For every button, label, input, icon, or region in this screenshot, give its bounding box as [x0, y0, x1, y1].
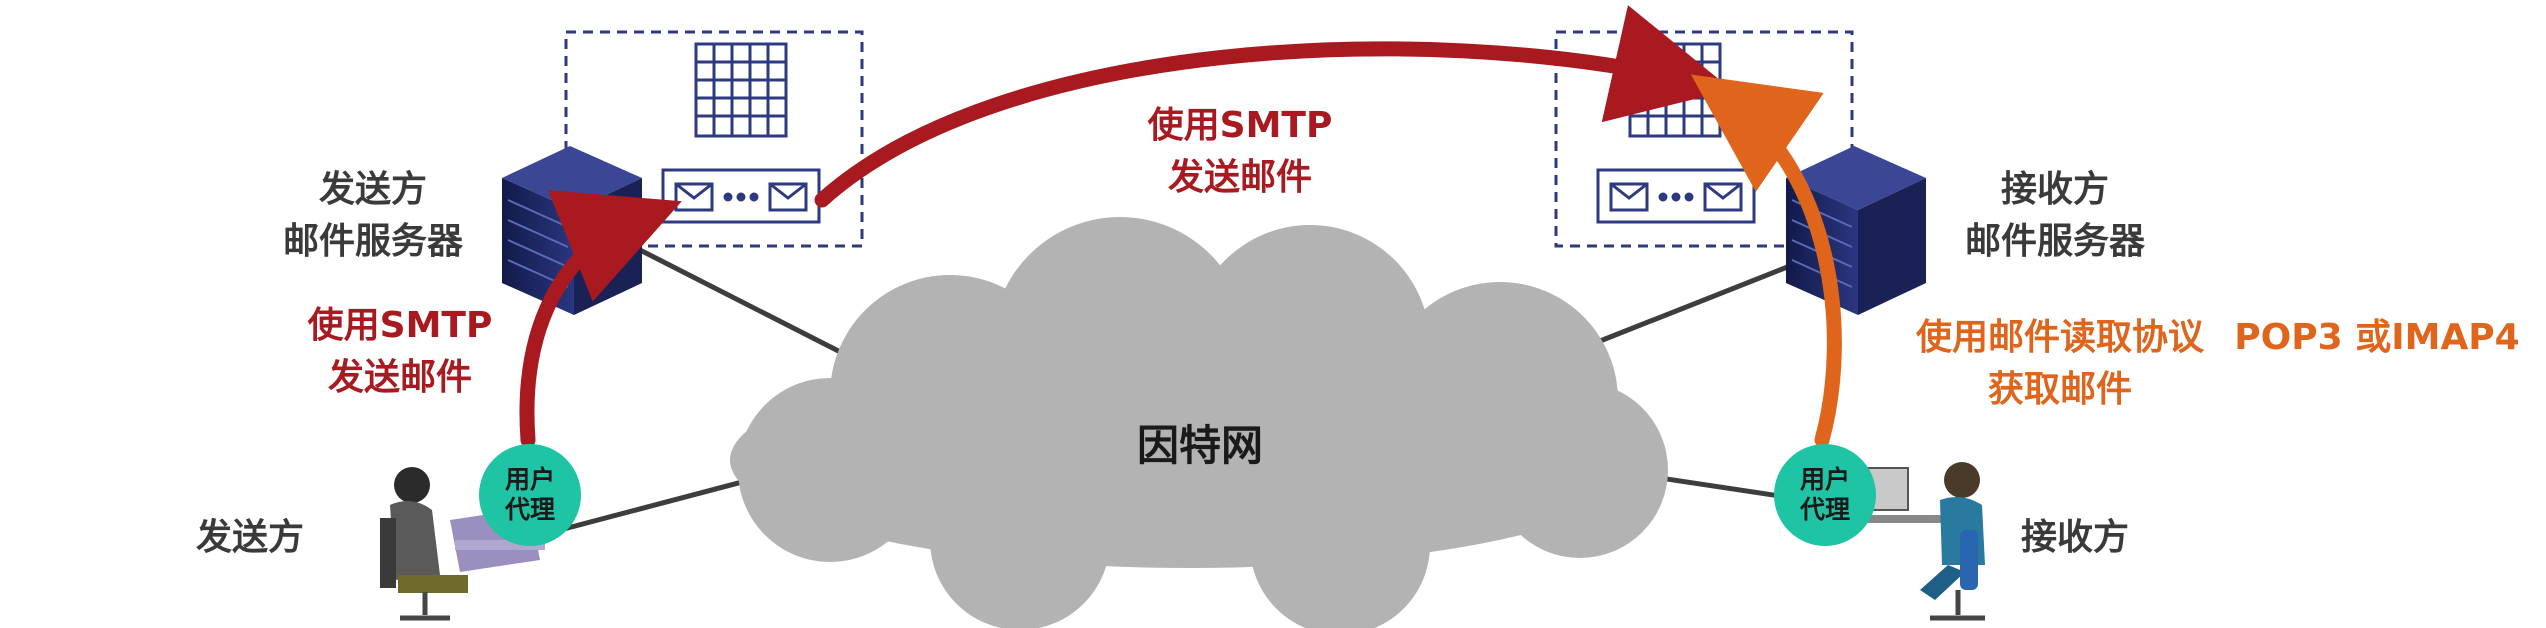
smtp-upload-label: 使用SMTP 发送邮件 — [290, 300, 510, 404]
sender-label: 发送方 — [195, 517, 304, 558]
retrieve-label-line2: 获取邮件 — [1987, 369, 2132, 410]
receiver-server-label-line1: 接收方 — [2000, 169, 2109, 210]
sender-server-label: 发送方 邮件服务器 — [268, 164, 478, 268]
smtp-upload-label-line2: 发送邮件 — [327, 357, 472, 398]
sender-server-label-line1: 发送方 — [318, 169, 427, 210]
smtp-transfer-label-line1: 使用SMTP — [1147, 105, 1333, 146]
receiver-server-icon — [1786, 146, 1926, 315]
smtp-transfer-arrow — [814, 5, 1732, 208]
smtp-upload-arrow — [519, 190, 682, 448]
retrieve-label: 使用邮件读取协议 获取邮件 — [1890, 312, 2230, 416]
smtp-transfer-label: 使用SMTP 发送邮件 — [1130, 100, 1350, 204]
sender-user-agent-line1: 用户 — [504, 465, 555, 494]
link-receiver-server — [1589, 259, 1801, 348]
retrieve-label-line1: 使用邮件读取协议 — [1915, 317, 2204, 358]
receiver-server-label: 接收方 邮件服务器 — [1950, 164, 2160, 268]
receiver-mailbox-grid-icon — [1628, 42, 1722, 138]
smtp-upload-label-line1: 使用SMTP — [307, 305, 493, 346]
sender-person-icon — [380, 467, 545, 621]
receiver-server-label-line2: 邮件服务器 — [1964, 221, 2145, 262]
sender-user-agent-line2: 代理 — [504, 495, 555, 524]
receiver-label: 接收方 — [2020, 517, 2129, 558]
sender-mail-queue-icon — [661, 168, 821, 224]
link-sender-server — [638, 247, 862, 365]
internet-label: 因特网 — [1136, 421, 1263, 470]
retrieve-mail-arrow — [1690, 74, 1842, 448]
receiver-user-agent-line1: 用户 — [1799, 465, 1850, 494]
receiver-user-agent-badge: 用户 代理 — [1774, 444, 1876, 546]
receiver-mail-queue-icon — [1596, 168, 1756, 224]
sender-mailbox-grid-icon — [694, 42, 788, 138]
receiver-user-agent-line2: 代理 — [1799, 495, 1850, 524]
retrieve-protocols-label: POP3 或IMAP4 — [2234, 317, 2520, 358]
sender-server-label-line2: 邮件服务器 — [282, 221, 463, 262]
internet-cloud — [730, 217, 1668, 628]
smtp-transfer-label-line2: 发送邮件 — [1167, 157, 1312, 198]
sender-user-agent-badge: 用户 代理 — [479, 444, 581, 546]
